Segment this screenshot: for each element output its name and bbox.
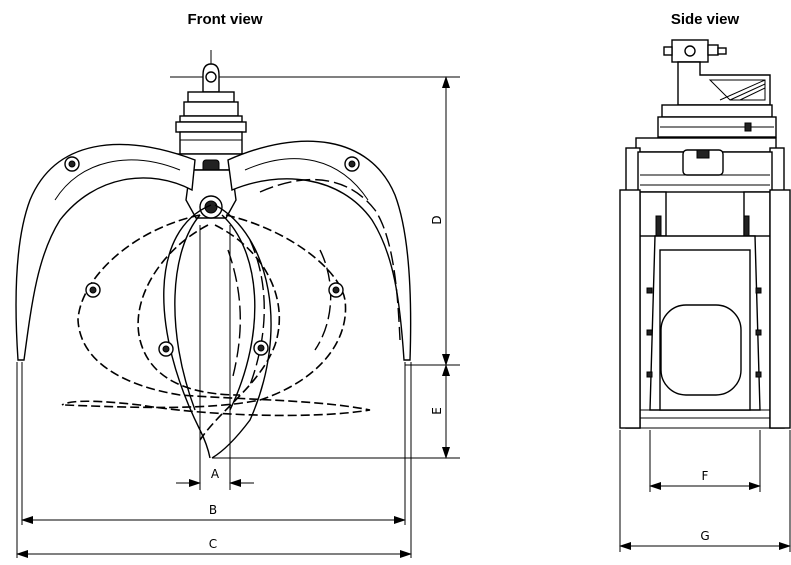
dimension-e: E (430, 364, 450, 459)
dimension-f: F (649, 469, 761, 490)
front-view-title: Front view (187, 11, 262, 28)
dimension-a: A (176, 467, 254, 487)
dimension-e-label: E (430, 407, 444, 415)
closed-tine-right (211, 204, 272, 459)
side-window (660, 304, 742, 396)
side-view (619, 39, 791, 552)
side-view-title: Side view (671, 11, 740, 28)
open-jaw-left (15, 143, 196, 361)
dimension-c-label: C (209, 537, 217, 551)
dashed-jaw-position-1 (61, 214, 371, 417)
dimension-g: G (619, 529, 791, 550)
front-view (15, 50, 460, 558)
dimension-b-label: B (209, 503, 217, 517)
dimension-a-label: A (211, 467, 220, 481)
dimension-b: B (21, 503, 406, 524)
dimension-g-label: G (700, 529, 709, 543)
dimension-d-label: D (430, 215, 444, 224)
side-link-bracket (657, 39, 777, 138)
dimension-f-label: F (702, 469, 709, 483)
dimension-d: D (430, 76, 450, 366)
dimension-c: C (16, 537, 412, 558)
closed-tine-left (163, 204, 212, 459)
